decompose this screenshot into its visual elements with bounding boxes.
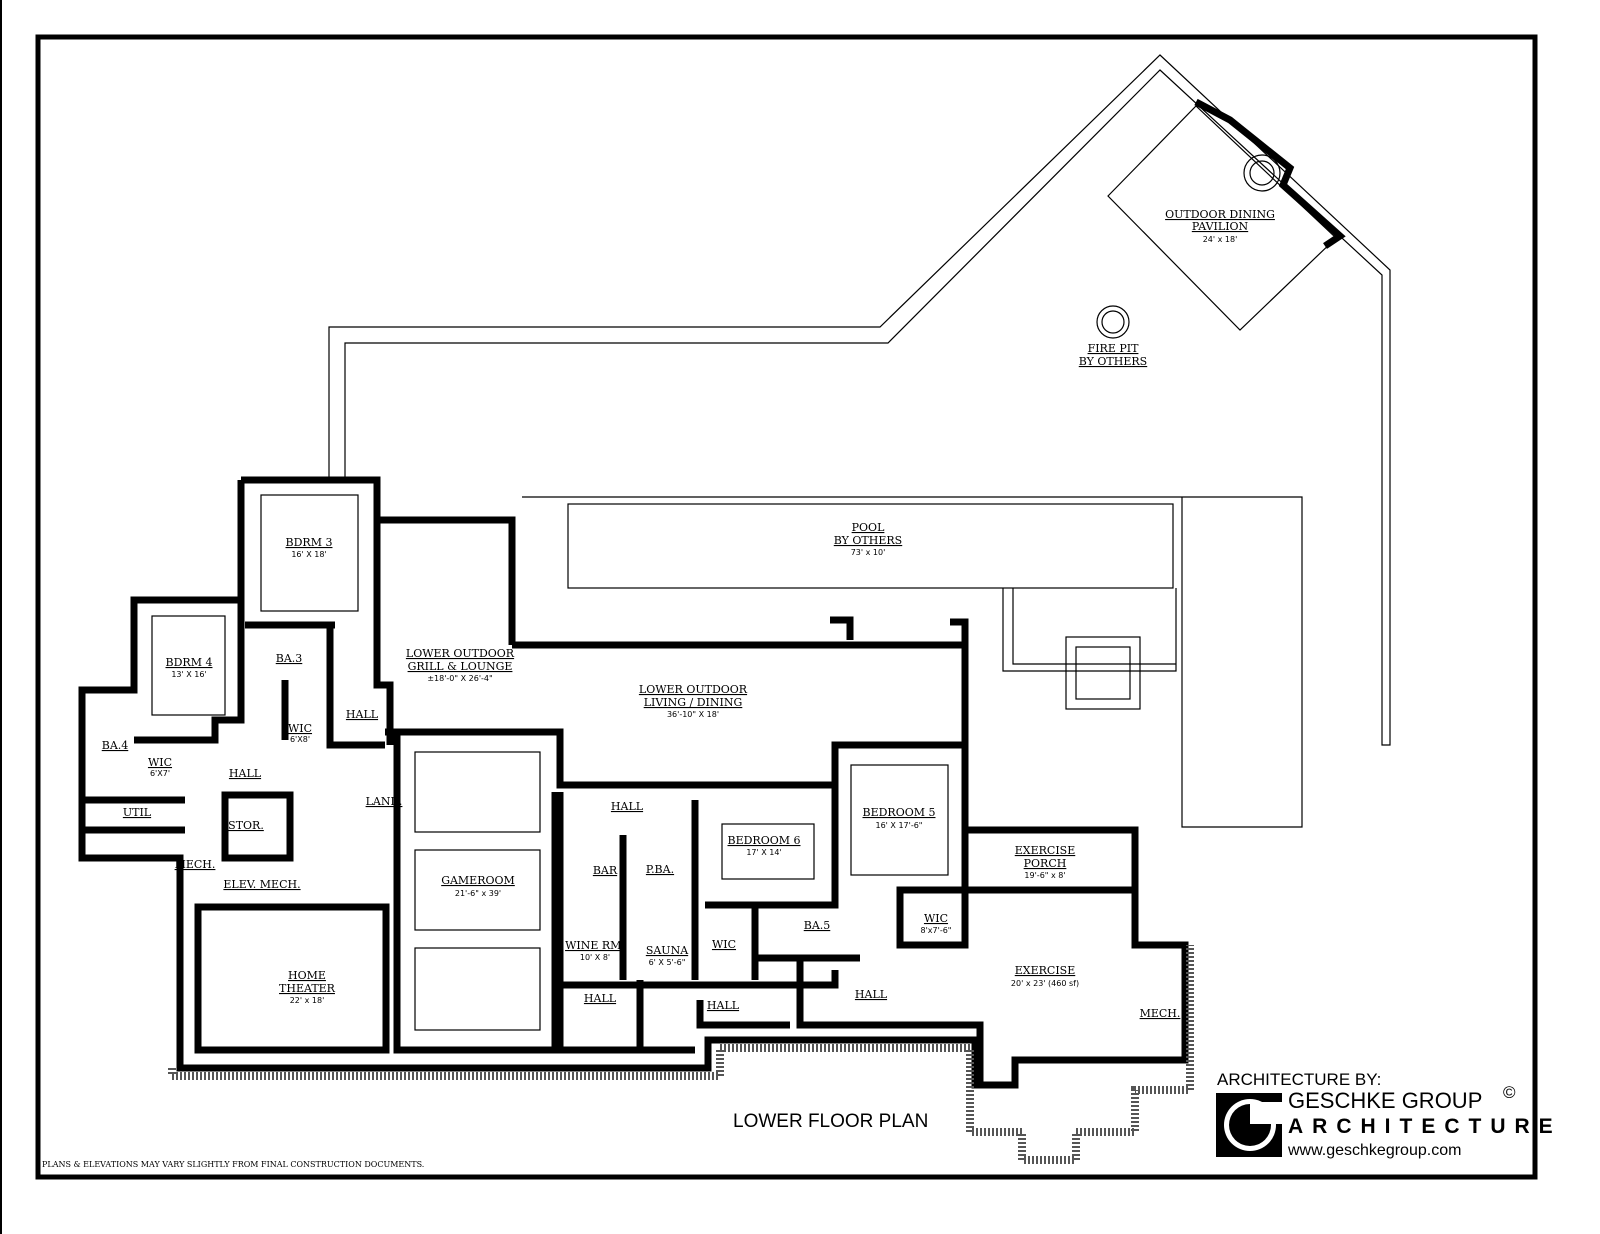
pavilion-label-2: PAVILION: [1192, 220, 1249, 233]
theater-label-2: THEATER: [279, 982, 336, 995]
mech1-label: MECH.: [175, 858, 216, 871]
plan-title: LOWER FLOOR PLAN: [733, 1111, 928, 1132]
bdrm3-dim: 16' X 18': [291, 550, 326, 559]
bedroom5-dim: 16' X 17'-6": [876, 821, 923, 830]
bedroom5-label: BEDROOM 5: [862, 806, 935, 819]
firepit-label-2: BY OTHERS: [1079, 355, 1147, 368]
bedroom6-label: BEDROOM 6: [727, 834, 800, 847]
land-label: LAND.: [366, 795, 403, 808]
wic5-dim: 8'x7'-6": [921, 926, 952, 935]
pool-label: POOL: [852, 521, 885, 534]
ba4-label: BA.4: [102, 739, 129, 752]
hall-b-label: HALL: [229, 767, 262, 780]
grill-dim: ±18'-0" X 26'-4": [427, 674, 492, 683]
geschke-logo-mark: [1216, 1093, 1282, 1157]
house-walls: [78, 476, 1189, 1089]
theater-dim: 22' x 18': [290, 996, 325, 1005]
pavilion-dim: 24' x 18': [1203, 235, 1238, 244]
hall-f-label: HALL: [855, 988, 888, 1001]
mech2-label: MECH.: [1140, 1007, 1181, 1020]
pavilion-walls: [1107, 98, 1346, 331]
hall-d-label: HALL: [584, 992, 617, 1005]
sauna-label: SAUNA: [646, 944, 689, 957]
wine-dim: 10' X 8': [580, 953, 610, 962]
bdrm4-label: BDRM 4: [166, 656, 213, 669]
gameroom-label: GAMEROOM: [441, 874, 515, 887]
hall-e-label: HALL: [707, 999, 740, 1012]
wic5-label: WIC: [924, 912, 948, 925]
exercise-porch-dim: 19'-6" x 8': [1024, 871, 1065, 880]
disclaimer-note: PLANS & ELEVATIONS MAY VARY SLIGHTLY FRO…: [42, 1160, 424, 1169]
exercise-porch-label: EXERCISE: [1015, 844, 1076, 857]
sauna-dim: 6' X 5'-6": [649, 958, 686, 967]
pavilion-label: OUTDOOR DINING: [1165, 208, 1275, 221]
theater-label: HOME: [288, 969, 326, 982]
pba-label: P.BA.: [646, 863, 674, 876]
credit-label: ARCHITECTURE BY:: [1217, 1070, 1381, 1089]
bdrm4-dim: 13' X 16': [171, 670, 206, 679]
hall-a-label: HALL: [346, 708, 379, 721]
wic4-dim: 6'X7': [150, 769, 170, 778]
ba5-label: BA.5: [804, 919, 831, 932]
wic6-label: WIC: [712, 938, 736, 951]
exercise-label: EXERCISE: [1015, 964, 1076, 977]
living-dim: 36'-10" X 18': [667, 710, 719, 719]
ba3-label: BA.3: [276, 652, 303, 665]
bdrm3-label: BDRM 3: [286, 536, 333, 549]
wic4-label: WIC: [148, 756, 172, 769]
elev-mech-label: ELEV. MECH.: [223, 878, 300, 891]
sheet-border: [35, 34, 1538, 1180]
firm-website: www.geschkegroup.com: [1287, 1142, 1461, 1159]
firm-name: GESCHKE GROUP: [1288, 1088, 1482, 1113]
grill-label: LOWER OUTDOOR: [406, 647, 515, 660]
pool-dim: 73' x 10': [851, 548, 886, 557]
pool-label-2: BY OTHERS: [834, 534, 902, 547]
firepit-label: FIRE PIT: [1088, 342, 1140, 355]
copyright-mark: ©: [1503, 1083, 1516, 1102]
bar-label: BAR: [593, 864, 618, 877]
bedroom6-dim: 17' X 14': [746, 848, 781, 857]
exercise-porch-label-2: PORCH: [1024, 857, 1067, 870]
stor-label: STOR.: [228, 819, 264, 832]
wine-label: WINE RM.: [565, 939, 625, 952]
living-label: LOWER OUTDOOR: [639, 683, 748, 696]
firm-name-2: ARCHITECTURE: [1288, 1115, 1562, 1138]
foundation-hatch: [168, 945, 1194, 1164]
site-walls: [328, 54, 1391, 828]
grill-label-2: GRILL & LOUNGE: [408, 660, 513, 673]
hall-c-label: HALL: [611, 800, 644, 813]
wic3-dim: 6'X8': [290, 735, 310, 744]
firm-credit: ARCHITECTURE BY: GESCHKE GROUP © ARCHITE…: [1216, 1070, 1562, 1159]
util-label: UTIL: [123, 806, 152, 819]
exercise-dim: 20' x 23' (460 sf): [1011, 979, 1079, 988]
living-label-2: LIVING / DINING: [644, 696, 743, 709]
gameroom-dim: 21'-6" x 39': [455, 889, 501, 898]
room-labels: OUTDOOR DINING PAVILION 24' x 18' FIRE P…: [102, 208, 1275, 1020]
wic3-label: WIC: [288, 722, 312, 735]
